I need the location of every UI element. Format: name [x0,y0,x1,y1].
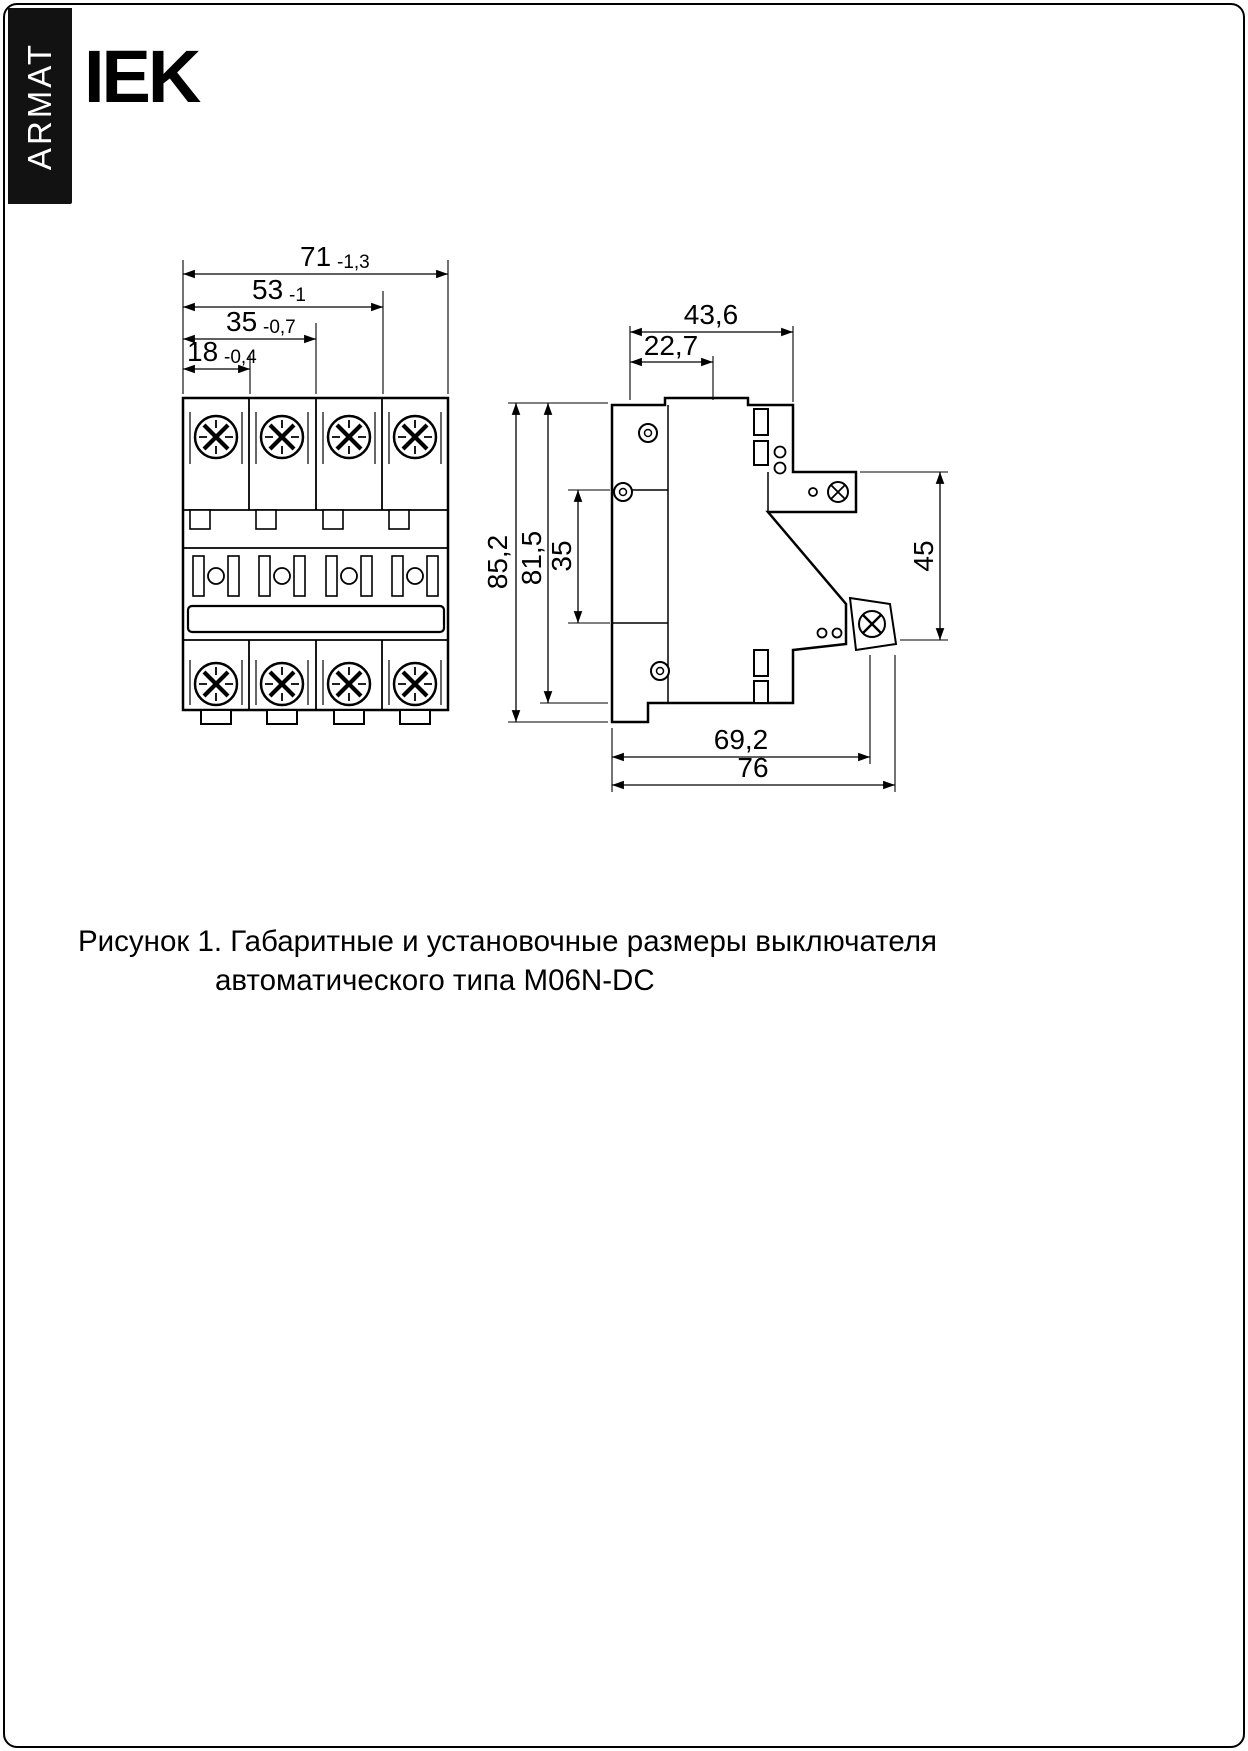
dim-width-total-tolerance: -1,3 [337,252,370,273]
dim-depth-upper-total: 43,6 [684,299,739,330]
flange-screw-icon [808,481,849,503]
dim-width-3p-tolerance: -1 [289,285,306,306]
iek-logo: IEK [84,35,201,118]
screw-terminal-icon [261,663,303,705]
dim-width-2p-value: 35 [226,306,257,337]
rivet-icon [613,423,670,681]
terminal-clamp-icon [816,596,898,652]
side-view-drawing: 43,6 22,7 85,2 81,5 35 45 69 [482,299,948,792]
handle-bar [186,604,446,634]
dim-width-1p-tolerance: -0,4 [224,347,257,368]
dim-din-rail-window: 35 [546,540,577,571]
screw-terminal-icon [394,416,436,458]
toggle-windows [192,555,439,597]
figure-caption-line-2: автоматического типа M06N-DC [215,964,655,997]
dim-depth-lower-total: 76 [737,752,768,783]
dim-width-1p-value: 18 [187,336,218,367]
armat-brand-bar: ARMAT [8,8,72,204]
dim-height-total: 85,2 [482,535,513,590]
screw-terminal-icon [195,416,237,458]
breaker-side-body [610,396,858,724]
dim-width-2p-tolerance: -0,7 [263,317,296,338]
figure-caption: Рисунок 1. Габаритные и установочные раз… [78,922,937,1000]
dim-width-total-value: 71 [300,241,331,272]
dim-height-body: 81,5 [516,531,547,586]
screw-terminal-icon [261,416,303,458]
front-view-drawing: 71 -1,3 53 -1 35 -0,7 18 -0,4 [181,241,450,725]
dim-clip-zone-height: 45 [908,540,939,571]
figure-caption-line-1: Рисунок 1. Габаритные и установочные раз… [78,925,938,958]
dim-width-3p-value: 53 [252,274,283,305]
dim-depth-lower-inner: 69,2 [714,724,769,755]
screw-terminal-icon [394,663,436,705]
screw-terminal-icon [328,416,370,458]
screw-terminal-icon [195,663,237,705]
screw-terminal-icon [328,663,370,705]
dim-depth-upper-front: 22,7 [644,330,699,361]
